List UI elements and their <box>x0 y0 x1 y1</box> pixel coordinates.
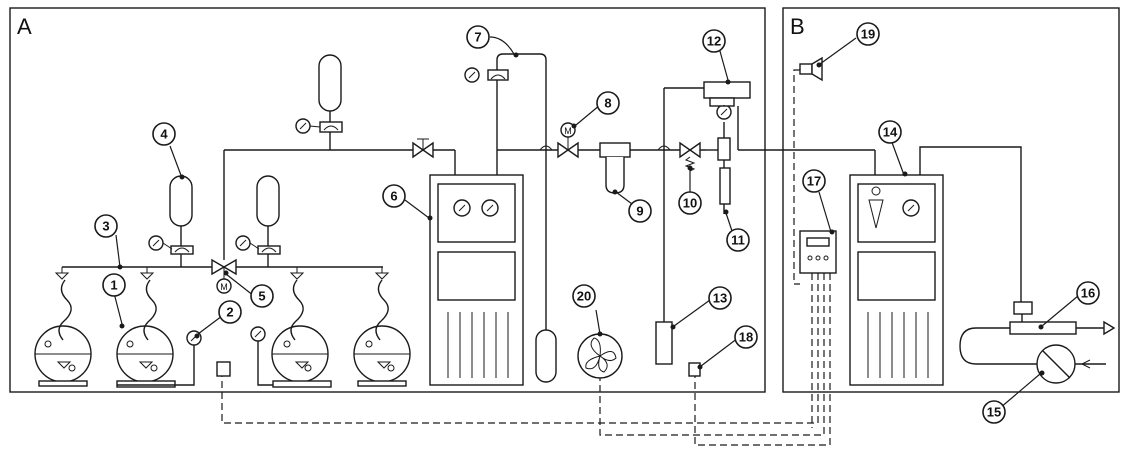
header-drop-fittings <box>54 267 390 280</box>
receiver-top <box>295 54 343 150</box>
bypass-loop <box>496 53 547 330</box>
dryer-cabinet <box>429 174 524 386</box>
motor-label-valve-5: M <box>220 282 228 292</box>
callout-6: 6 <box>382 184 406 208</box>
svg-text:8: 8 <box>604 96 611 111</box>
callout-17: 17 <box>802 169 826 193</box>
dewpoint-sensor <box>655 321 673 365</box>
receiver-right <box>235 175 281 267</box>
alarm-horn <box>799 56 823 82</box>
callout-5: 5 <box>250 284 274 308</box>
callout-11: 11 <box>726 228 750 252</box>
sensor-box-18 <box>688 362 701 377</box>
svg-text:9: 9 <box>636 204 643 219</box>
svg-text:2: 2 <box>226 305 233 320</box>
callout-16: 16 <box>1076 281 1100 305</box>
section-b-label: B <box>790 14 805 39</box>
ventilation-fan <box>577 333 623 379</box>
svg-text:10: 10 <box>683 196 697 211</box>
callout-7: 7 <box>466 25 490 49</box>
section-a-label: A <box>17 14 32 39</box>
motorized-shutoff-valve: M <box>557 122 579 159</box>
svg-text:13: 13 <box>713 291 727 306</box>
callout-20: 20 <box>572 284 596 308</box>
svg-text:15: 15 <box>987 405 1001 420</box>
svg-text:19: 19 <box>861 27 875 42</box>
compressor-2 <box>116 279 176 388</box>
callout-18: 18 <box>734 325 758 349</box>
section-b-frame <box>782 7 1120 393</box>
svg-text:3: 3 <box>102 219 109 234</box>
motor-label-valve-8: M <box>564 126 572 136</box>
condensate-tank <box>535 329 557 383</box>
svg-text:1: 1 <box>110 278 117 293</box>
callout-19: 19 <box>856 22 880 46</box>
compressor-1 <box>34 279 92 387</box>
svg-text:14: 14 <box>883 125 898 140</box>
callout-12: 12 <box>702 29 726 53</box>
callout-14: 14 <box>878 120 902 144</box>
check-valve <box>679 141 701 172</box>
callout-4: 4 <box>152 122 176 146</box>
callout-1: 1 <box>102 273 126 297</box>
callout-15: 15 <box>982 400 1006 424</box>
controller-unit <box>799 230 837 274</box>
control-wiring <box>221 69 831 446</box>
callout-9: 9 <box>628 199 652 223</box>
callout-8: 8 <box>596 91 620 115</box>
dryer-cabinet-b <box>849 174 944 386</box>
svg-text:20: 20 <box>577 289 591 304</box>
svg-text:5: 5 <box>258 289 265 304</box>
pressure-switch-box <box>216 361 231 377</box>
svg-text:4: 4 <box>160 127 168 142</box>
compressor-3 <box>271 279 332 388</box>
svg-text:17: 17 <box>807 174 821 189</box>
circulation-pump <box>1036 344 1106 384</box>
svg-text:6: 6 <box>390 189 397 204</box>
pressure-regulator <box>719 167 731 205</box>
section-a-frame <box>9 7 766 393</box>
callout-10: 10 <box>678 191 702 215</box>
svg-text:11: 11 <box>731 233 745 248</box>
receiver-left <box>148 175 194 267</box>
motorized-three-way-valve: M <box>211 258 237 294</box>
svg-text:18: 18 <box>739 330 753 345</box>
svg-text:12: 12 <box>707 34 721 49</box>
compressor-4 <box>353 279 411 387</box>
outlet-manifold <box>1009 301 1116 336</box>
isolation-valve <box>412 138 434 159</box>
svg-text:7: 7 <box>474 30 481 45</box>
callout-2: 2 <box>218 300 242 324</box>
svg-text:16: 16 <box>1081 286 1095 301</box>
sensor-block <box>703 81 751 99</box>
callout-13: 13 <box>708 286 732 310</box>
callout-3: 3 <box>94 214 118 238</box>
filter <box>599 142 631 194</box>
